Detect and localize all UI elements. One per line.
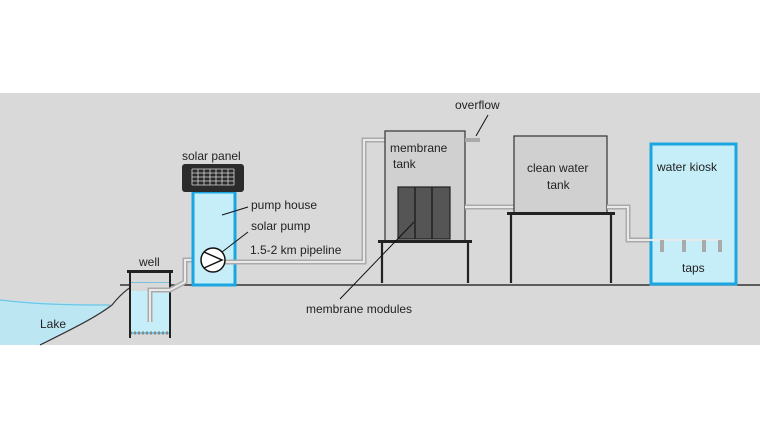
solar-panel-label: solar panel [182, 149, 241, 163]
diagram-background [0, 93, 760, 345]
solar-pump [200, 247, 226, 273]
membrane-modules-label: membrane modules [306, 302, 412, 316]
well-label: well [138, 255, 160, 269]
pipeline-label: 1.5-2 km pipeline [250, 243, 342, 257]
clean-water-tank: clean water tank [507, 135, 615, 283]
water-kiosk: water kiosk taps [607, 142, 738, 286]
membrane-tank-label-line2: tank [393, 157, 417, 171]
pump-house-label: pump house [251, 198, 317, 212]
water-kiosk-label: water kiosk [656, 160, 718, 174]
clean-water-tank-label-line1: clean water [527, 161, 588, 175]
taps [660, 240, 722, 252]
lake-label: Lake [40, 317, 66, 331]
overflow-label: overflow [455, 98, 500, 112]
membrane-tank: membrane tank [378, 130, 472, 283]
membrane-tank-label-line1: membrane [390, 141, 448, 155]
solar-panel: solar panel [182, 149, 244, 192]
lake: Lake [0, 283, 137, 346]
taps-label: taps [682, 261, 705, 275]
clean-water-tank-label-line2: tank [547, 178, 571, 192]
solar-pump-label: solar pump [251, 219, 311, 233]
